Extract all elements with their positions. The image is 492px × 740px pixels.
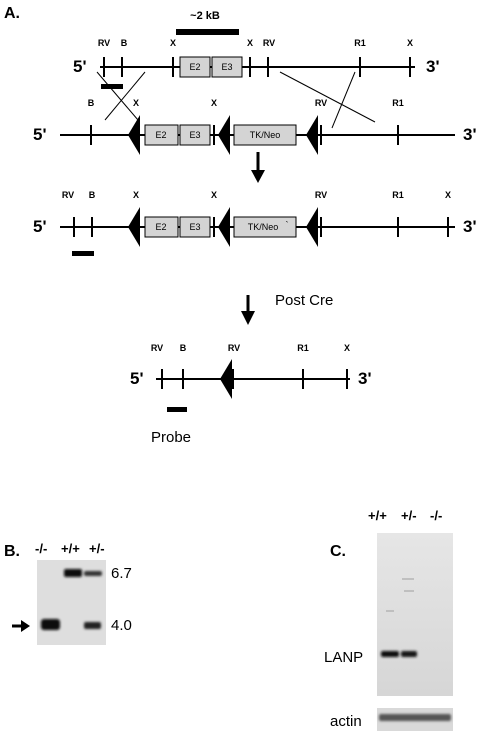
wt-3prime: 3' (426, 57, 440, 76)
ta-site-rv2: RV (315, 190, 327, 200)
tv-exon-e2-box (144, 124, 179, 146)
blot-b-band-ko-4.0 (41, 619, 60, 630)
wt-exon-e3-box (211, 56, 243, 78)
ta-loxp-triangle-3 (306, 207, 318, 247)
recombination-arrow (251, 152, 265, 183)
panel-c-label: C. (330, 543, 346, 560)
blot-b-lane-1: -/- (35, 541, 47, 556)
wt-site-rv1: RV (98, 38, 110, 48)
blot-b-size-4.0: 4.0 (111, 617, 132, 634)
tv-loxp-triangle-3 (306, 115, 318, 155)
tv-loxp-triangle-2 (218, 115, 230, 155)
pc-site-rv2: RV (228, 343, 240, 353)
wt-site-b: B (121, 38, 128, 48)
tv-5prime: 5' (33, 125, 47, 144)
blot-b-band-het-6.7 (84, 571, 102, 576)
tv-site-x1: X (133, 98, 139, 108)
scale-label: ~2 kB (190, 10, 220, 22)
ta-loxp-triangle-1 (128, 207, 140, 247)
ta-5prime: 5' (33, 217, 47, 236)
southern-blot (37, 560, 106, 645)
ta-cassette-box (233, 216, 297, 238)
blot-c-lanp-label: LANP (324, 649, 363, 666)
ta-loxp-triangle-2 (218, 207, 230, 247)
ta-site-x3: X (445, 190, 451, 200)
tv-3prime: 3' (463, 125, 477, 144)
tv-cassette-label: TK/Neo (250, 130, 281, 140)
pc-probe-bar (167, 407, 187, 412)
blot-c-actin-band (379, 714, 451, 721)
ta-site-x2: X (211, 190, 217, 200)
post-cre-allele: 5' 3' RV B RV R1 X (130, 343, 372, 412)
blot-c-band-het (401, 651, 417, 657)
ta-exon-e2: E2 (155, 222, 166, 232)
blot-b-band-wt-6.7 (64, 569, 82, 577)
tv-loxp-triangle-1 (128, 115, 140, 155)
blot-c-lane-2: +/- (401, 508, 417, 523)
blot-c-lane-1: +/+ (368, 508, 387, 523)
western-blot-lanp (377, 533, 453, 696)
wt-site-x1: X (170, 38, 176, 48)
wt-site-x2: X (247, 38, 253, 48)
blot-b-size-6.7: 6.7 (111, 565, 132, 582)
wt-probe-bar (101, 84, 123, 89)
pc-site-r1: R1 (297, 343, 309, 353)
ta-site-x1: X (133, 190, 139, 200)
targeting-construct: 5' 3' B X X RV R1 E2 E3 TK/Neo (33, 98, 477, 155)
panel-a-label: A. (4, 5, 20, 22)
tv-exon-e3: E3 (189, 130, 200, 140)
ta-probe-bar (72, 251, 94, 256)
wt-exon-e2-box (179, 56, 211, 78)
wt-exon-e2: E2 (189, 62, 200, 72)
post-cre-arrow (241, 295, 255, 325)
ta-exon-e3: E3 (189, 222, 200, 232)
ta-3prime: 3' (463, 217, 477, 236)
ta-cassette-label: TK/Neo (248, 222, 279, 232)
ta-site-rv1: RV (62, 190, 74, 200)
wt-site-rv2: RV (263, 38, 275, 48)
ta-exon-e3-box (179, 216, 211, 238)
tv-site-b: B (88, 98, 95, 108)
scale-bar (176, 29, 239, 35)
tv-exon-e3-box (179, 124, 211, 146)
wt-site-r1: R1 (354, 38, 366, 48)
panel-b-label: B. (4, 543, 20, 560)
pc-site-rv1: RV (151, 343, 163, 353)
tv-site-x2: X (211, 98, 217, 108)
wt-exon-e3: E3 (221, 62, 232, 72)
wild-type-allele: 5' 3' RV B X X RV R1 X E2 E3 (73, 38, 440, 89)
western-blot-actin (377, 708, 453, 731)
targeted-allele: 5' 3' RV B X X RV R1 X E2 E3 TK/Neo ` (33, 190, 477, 256)
ta-cassette-tick: ` (286, 220, 289, 230)
pc-5prime: 5' (130, 369, 144, 388)
pc-site-b: B (180, 343, 187, 353)
blot-c-band-wt (381, 651, 399, 657)
blot-b-lane-3: +/- (89, 541, 105, 556)
wt-site-x3: X (407, 38, 413, 48)
tv-cassette-box (233, 124, 297, 146)
tv-exon-e2: E2 (155, 130, 166, 140)
pc-loxp-triangle (220, 359, 232, 399)
wt-5prime: 5' (73, 57, 87, 76)
post-cre-label: Post Cre (275, 292, 333, 309)
blot-b-arrow-icon (12, 620, 30, 632)
pc-3prime: 3' (358, 369, 372, 388)
blot-c-lane-3: -/- (430, 508, 442, 523)
probe-label: Probe (151, 429, 191, 446)
tv-site-rv: RV (315, 98, 327, 108)
ta-exon-e2-box (144, 216, 179, 238)
blot-c-actin-label: actin (330, 713, 362, 730)
tv-site-r1: R1 (392, 98, 404, 108)
blot-b-band-het-4.0 (84, 622, 101, 629)
ta-site-b: B (89, 190, 96, 200)
ta-site-r1: R1 (392, 190, 404, 200)
pc-site-x: X (344, 343, 350, 353)
blot-b-lane-2: +/+ (61, 541, 80, 556)
recombination-crossover-lines (96, 71, 376, 129)
